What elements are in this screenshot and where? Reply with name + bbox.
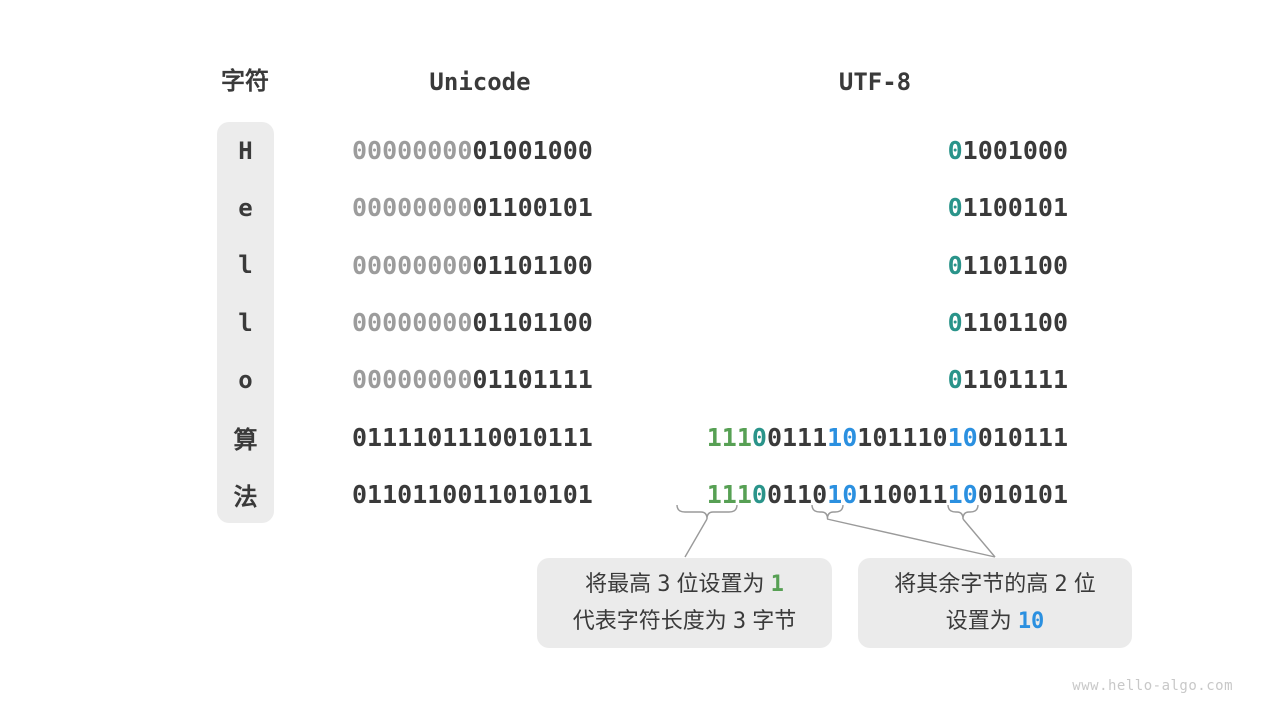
unicode-binary: 01101100 11010101 <box>352 466 593 523</box>
bit-segment: 00000000 <box>352 250 473 280</box>
bit-segment: 1101100 <box>962 308 1068 338</box>
bit-segment: 1001000 <box>962 136 1068 166</box>
unicode-binary: 00000000 01100101 <box>352 179 593 236</box>
char-cell: 算 <box>233 425 258 454</box>
bit-segment: 1100101 <box>962 193 1068 223</box>
callout-continuation-bits: 将其余字节的高 2 位设置为 10 <box>858 558 1132 648</box>
bit-segment: 2 <box>1054 572 1068 597</box>
unicode-binary: 00000000 01101100 <box>352 237 593 294</box>
bit-segment: 10010111 <box>472 422 593 452</box>
bit-segment: 位 <box>1067 571 1096 596</box>
bit-segment: 01111011 <box>352 422 473 452</box>
bit-segment: 0111 <box>766 422 828 452</box>
bit-segment: 10 <box>827 422 858 452</box>
bit-segment: 位设置为 <box>670 571 771 596</box>
bit-segment: 110011 <box>857 479 948 509</box>
pointer-line-2 <box>826 518 996 558</box>
bit-segment: 0 <box>947 136 963 166</box>
bit-segment: 01101100 <box>472 250 593 280</box>
bit-segment: 1 <box>770 572 784 597</box>
bit-segment: 10 <box>827 479 858 509</box>
char-cell: 法 <box>233 482 258 511</box>
bit-segment: 01001000 <box>472 136 593 166</box>
bit-segment: 字节 <box>746 608 797 633</box>
callout-line: 设置为 10 <box>946 604 1045 639</box>
bit-segment: 3 <box>732 609 747 634</box>
header-utf8: UTF-8 <box>838 68 912 96</box>
unicode-binary: 00000000 01001000 <box>352 122 593 179</box>
bit-segment: 0 <box>947 308 963 338</box>
char-cell: H <box>238 136 253 165</box>
char-cell: e <box>238 193 253 222</box>
bit-segment: 1101111 <box>962 365 1068 395</box>
pointer-line-3 <box>962 518 996 558</box>
bit-segment: 010101 <box>977 479 1068 509</box>
bit-segment: 111 <box>706 422 752 452</box>
header-unicode: Unicode <box>429 68 531 96</box>
bit-segment: 0110 <box>766 479 828 509</box>
bit-segment: 0 <box>947 250 963 280</box>
header-char: 字符 <box>221 68 269 95</box>
bit-segment: 01101111 <box>472 365 593 395</box>
char-cell: o <box>238 365 253 394</box>
bit-segment: 00000000 <box>352 365 473 395</box>
bit-segment: 10 <box>1017 609 1045 634</box>
unicode-binary: 01111011 10010111 <box>352 409 593 466</box>
bit-segment: 111 <box>706 479 752 509</box>
bit-segment: 01101100 <box>352 479 473 509</box>
bit-segment: 3 <box>657 572 671 597</box>
bit-segment: 00000000 <box>352 136 473 166</box>
callout-line: 将最高 3 位设置为 1 <box>585 567 784 602</box>
watermark: www.hello-algo.com <box>1072 678 1233 694</box>
bit-segment: 代表字符长度为 <box>572 608 733 633</box>
callout-line: 代表字符长度为 3 字节 <box>573 604 797 639</box>
bit-segment: 00000000 <box>352 193 473 223</box>
bit-segment: 11010101 <box>472 479 593 509</box>
bit-segment: 10 <box>947 479 978 509</box>
bit-segment: 10 <box>947 422 978 452</box>
unicode-binary: 00000000 01101111 <box>352 351 593 408</box>
bit-segment: 101110 <box>857 422 948 452</box>
bit-segment: 0 <box>947 193 963 223</box>
bit-segment: 0 <box>947 365 963 395</box>
bit-segment: 00000000 <box>352 308 473 338</box>
bit-segment: 010111 <box>977 422 1068 452</box>
bit-segment: 设置为 <box>945 608 1018 633</box>
unicode-binary: 00000000 01101100 <box>352 294 593 351</box>
pointer-line-1 <box>684 518 708 558</box>
char-cell: l <box>238 308 253 337</box>
bit-segment: 0 <box>751 479 767 509</box>
callout-line: 将其余字节的高 2 位 <box>894 567 1096 602</box>
bit-segment: 1101100 <box>962 250 1068 280</box>
bit-segment: 将最高 <box>585 571 658 596</box>
bit-segment: 将其余字节的高 <box>894 571 1055 596</box>
char-cell: l <box>238 251 253 280</box>
bit-segment: 01100101 <box>472 193 593 223</box>
bit-segment: 0 <box>751 422 767 452</box>
bit-segment: 01101100 <box>472 308 593 338</box>
